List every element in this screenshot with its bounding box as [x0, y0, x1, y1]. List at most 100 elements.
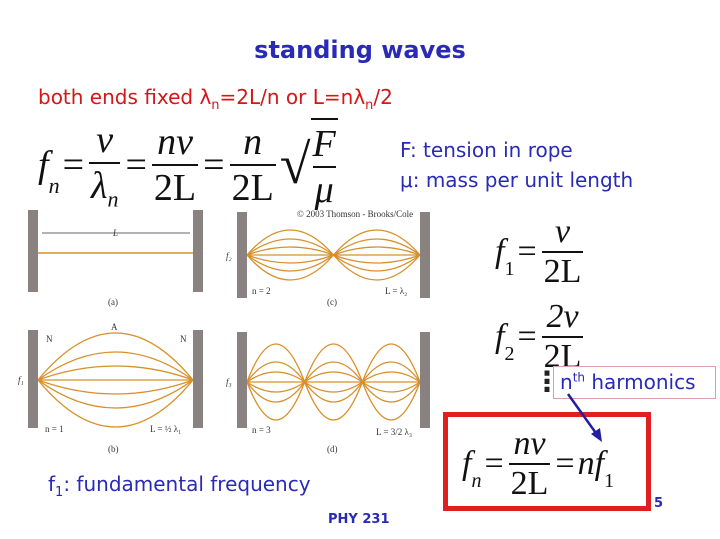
L1-label: L = ½ λ₁ [150, 424, 181, 434]
den: μ [312, 166, 336, 212]
num: n [243, 121, 263, 164]
panel-b-label: (b) [108, 444, 119, 454]
subtitle-text: /2 [373, 85, 393, 109]
equals: = [125, 144, 147, 187]
wall [420, 212, 430, 298]
subtitle-text: both ends fixed [38, 85, 200, 109]
wave-curve [37, 379, 194, 428]
wave-curve [246, 361, 421, 403]
sub: 2 [504, 343, 515, 365]
den: λn [89, 162, 121, 213]
vertical-dots: ⋮ [533, 365, 561, 398]
definition-mass: μ: mass per unit length [400, 168, 634, 192]
sub: 1 [55, 485, 64, 500]
f: f [48, 472, 56, 496]
definition-tension: F: tension in rope [400, 138, 573, 162]
L2-label: L = λ₂ [385, 286, 407, 296]
wave-curve [37, 365, 194, 381]
f3-label: f₃ [226, 377, 232, 387]
wall [420, 332, 430, 428]
standing-wave-figure: © 2003 Thomson - Brooks/Cole L (a) (b) (… [18, 209, 430, 454]
node-label: N [180, 334, 187, 344]
den: 2L [508, 463, 551, 502]
antinode-label: A [111, 322, 118, 332]
L-label: L [112, 228, 118, 238]
n: n [560, 370, 573, 394]
wall [237, 332, 247, 428]
fundamental-text: : fundamental frequency [63, 472, 311, 496]
sub: 1 [604, 470, 615, 492]
lambda: λ [353, 85, 366, 109]
sub: 1 [504, 258, 515, 280]
harmonics-box [553, 366, 716, 399]
wave-curve [246, 343, 421, 421]
panel-c-label: (c) [327, 297, 337, 307]
node-label: N [46, 334, 53, 344]
wave-curve [246, 343, 421, 421]
equals: = [517, 233, 537, 270]
equals: = [517, 318, 537, 355]
panel-a-label: (a) [108, 297, 118, 307]
equals: = [62, 144, 84, 187]
wave-curve [246, 371, 421, 393]
den: 2L [151, 164, 199, 210]
wall [237, 212, 247, 298]
f2-label: f₂ [226, 251, 232, 261]
equals: = [484, 445, 504, 482]
sub: n [48, 172, 60, 198]
nf: nf [577, 445, 605, 482]
wave-curve [37, 379, 194, 395]
f: f [462, 445, 472, 482]
den: 2L [541, 336, 584, 375]
boxed-formula-frame [443, 412, 651, 511]
sup: th [572, 370, 585, 385]
wall [193, 210, 203, 292]
sub: n [365, 98, 374, 113]
subtitle: both ends fixed λn=2L/n or L=nλn/2 [38, 85, 393, 113]
num: v [554, 213, 571, 250]
equals: = [203, 144, 225, 187]
copyright: © 2003 Thomson - Brooks/Cole [297, 209, 413, 219]
den: 2L [229, 164, 276, 210]
sub: n [107, 186, 119, 212]
wave-curve [246, 246, 421, 264]
wave-curve [37, 351, 194, 381]
panel-d-label: (d) [327, 444, 338, 454]
wave-curve [246, 361, 421, 403]
sqrt-icon: √ [279, 134, 311, 197]
wall [28, 210, 38, 292]
num: nv [157, 121, 193, 164]
fundamental-label: f1: fundamental frequency [48, 472, 311, 500]
f1-label: f₁ [18, 375, 24, 385]
num: v [96, 119, 114, 161]
slide-title: standing waves [254, 36, 466, 64]
equals: = [555, 445, 575, 482]
lambda: λ [91, 165, 108, 207]
wave-curve [37, 379, 194, 409]
n2-label: n = 2 [252, 286, 271, 296]
f: f [38, 144, 49, 187]
num: F [312, 123, 336, 166]
harmonics-text: harmonics [585, 370, 696, 394]
den: 2L [541, 251, 584, 290]
arrow-icon [566, 393, 602, 442]
num: 2v [546, 298, 579, 335]
L3-label: L = 3/2 λ₃ [376, 427, 412, 437]
n1-label: n = 1 [45, 424, 64, 434]
sub: n [471, 470, 482, 492]
harmonics-label: nth harmonics [560, 370, 696, 394]
wall [28, 330, 38, 428]
num: nv [513, 425, 546, 462]
